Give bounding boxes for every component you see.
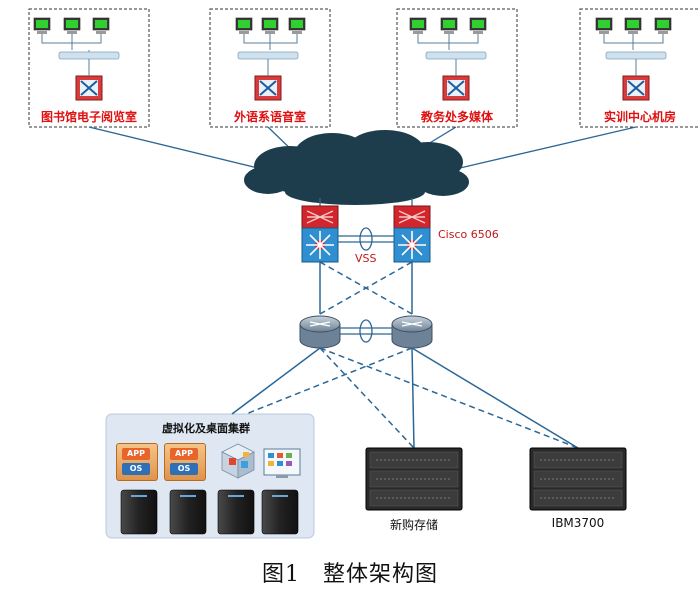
network-cloud bbox=[244, 130, 469, 205]
storage-label-ibm3700: IBM3700 bbox=[551, 516, 605, 530]
vss-link bbox=[338, 227, 394, 251]
room-equipment-training-center bbox=[595, 17, 672, 101]
room-equipment-language-lab bbox=[235, 17, 306, 101]
core-model-label: Cisco 6506 bbox=[438, 228, 499, 241]
core-switch-left bbox=[301, 205, 339, 263]
aggregation-switch-left bbox=[299, 315, 341, 349]
figure-caption: 图1 整体架构图 bbox=[262, 562, 438, 587]
room-equipment-library bbox=[33, 17, 120, 101]
app-badge: APP bbox=[170, 448, 198, 460]
room-label-language-lab: 外语系语音室 bbox=[233, 110, 306, 124]
aggregation-interlink bbox=[340, 319, 392, 343]
os-badge: OS bbox=[122, 463, 150, 475]
core-aggregation-links bbox=[319, 261, 413, 315]
cloud-core-links bbox=[319, 198, 413, 206]
app-os-icon: APP OS bbox=[116, 443, 158, 481]
downstream-links bbox=[231, 347, 579, 449]
os-badge: OS bbox=[170, 463, 198, 475]
room-label-library: 图书馆电子阅览室 bbox=[40, 110, 137, 124]
cluster-label: 虚拟化及桌面集群 bbox=[162, 422, 250, 435]
virtualization-cube-icon bbox=[221, 443, 255, 479]
aggregation-switch-right bbox=[391, 315, 433, 349]
core-switch-right bbox=[393, 205, 431, 263]
cluster-servers bbox=[120, 489, 299, 535]
app-badge: APP bbox=[122, 448, 150, 460]
room-label-training-center: 实训中心机房 bbox=[603, 110, 676, 124]
storage-array-ibm3700 bbox=[529, 447, 627, 511]
room-equipment-academic-affairs bbox=[409, 17, 487, 101]
storage-array-new bbox=[365, 447, 463, 511]
app-os-icon: APP OS bbox=[164, 443, 206, 481]
vss-label: VSS bbox=[355, 252, 377, 265]
desktop-screen-icon bbox=[263, 448, 301, 478]
room-uplinks bbox=[88, 126, 637, 169]
storage-label-new: 新购存储 bbox=[389, 518, 438, 532]
room-label-academic-affairs: 教务处多媒体 bbox=[420, 110, 493, 124]
